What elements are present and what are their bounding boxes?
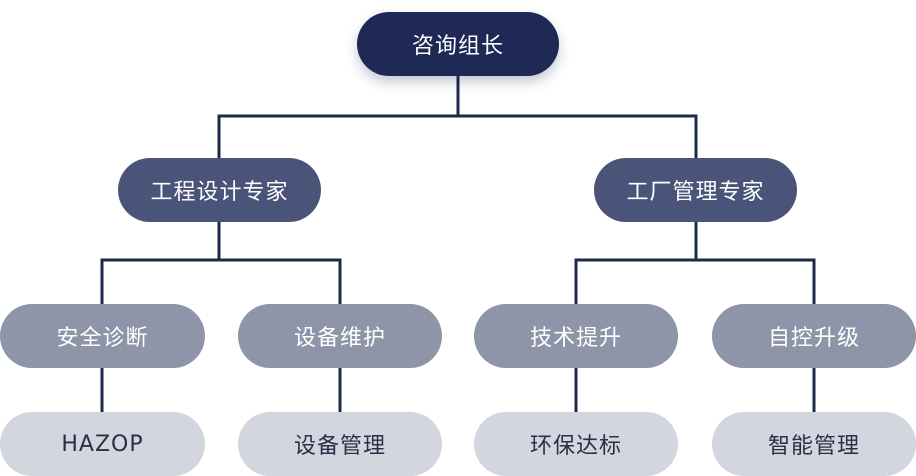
node-area-safety: 安全诊断: [0, 304, 205, 368]
node-task-hazop: HAZOP: [0, 412, 205, 476]
node-area-tech: 技术提升: [474, 304, 678, 368]
node-expert-plant: 工厂管理专家: [594, 158, 797, 222]
node-area-automation: 自控升级: [712, 304, 916, 368]
node-task-smart: 智能管理: [712, 412, 916, 476]
node-area-maintenance-label: 设备维护: [294, 320, 386, 352]
node-area-safety-label: 安全诊断: [56, 320, 148, 352]
node-area-tech-label: 技术提升: [530, 320, 622, 352]
node-task-environment-label: 环保达标: [530, 428, 622, 460]
node-expert-engineering-label: 工程设计专家: [150, 174, 288, 206]
node-task-equipment-label: 设备管理: [294, 428, 386, 460]
node-expert-plant-label: 工厂管理专家: [626, 174, 764, 206]
node-expert-engineering: 工程设计专家: [118, 158, 321, 222]
node-root: 咨询组长: [357, 12, 559, 76]
node-task-hazop-label: HAZOP: [61, 432, 143, 457]
node-task-smart-label: 智能管理: [768, 428, 860, 460]
node-task-environment: 环保达标: [474, 412, 678, 476]
node-root-label: 咨询组长: [412, 28, 504, 60]
node-task-equipment: 设备管理: [238, 412, 442, 476]
node-area-maintenance: 设备维护: [238, 304, 442, 368]
node-area-automation-label: 自控升级: [768, 320, 860, 352]
